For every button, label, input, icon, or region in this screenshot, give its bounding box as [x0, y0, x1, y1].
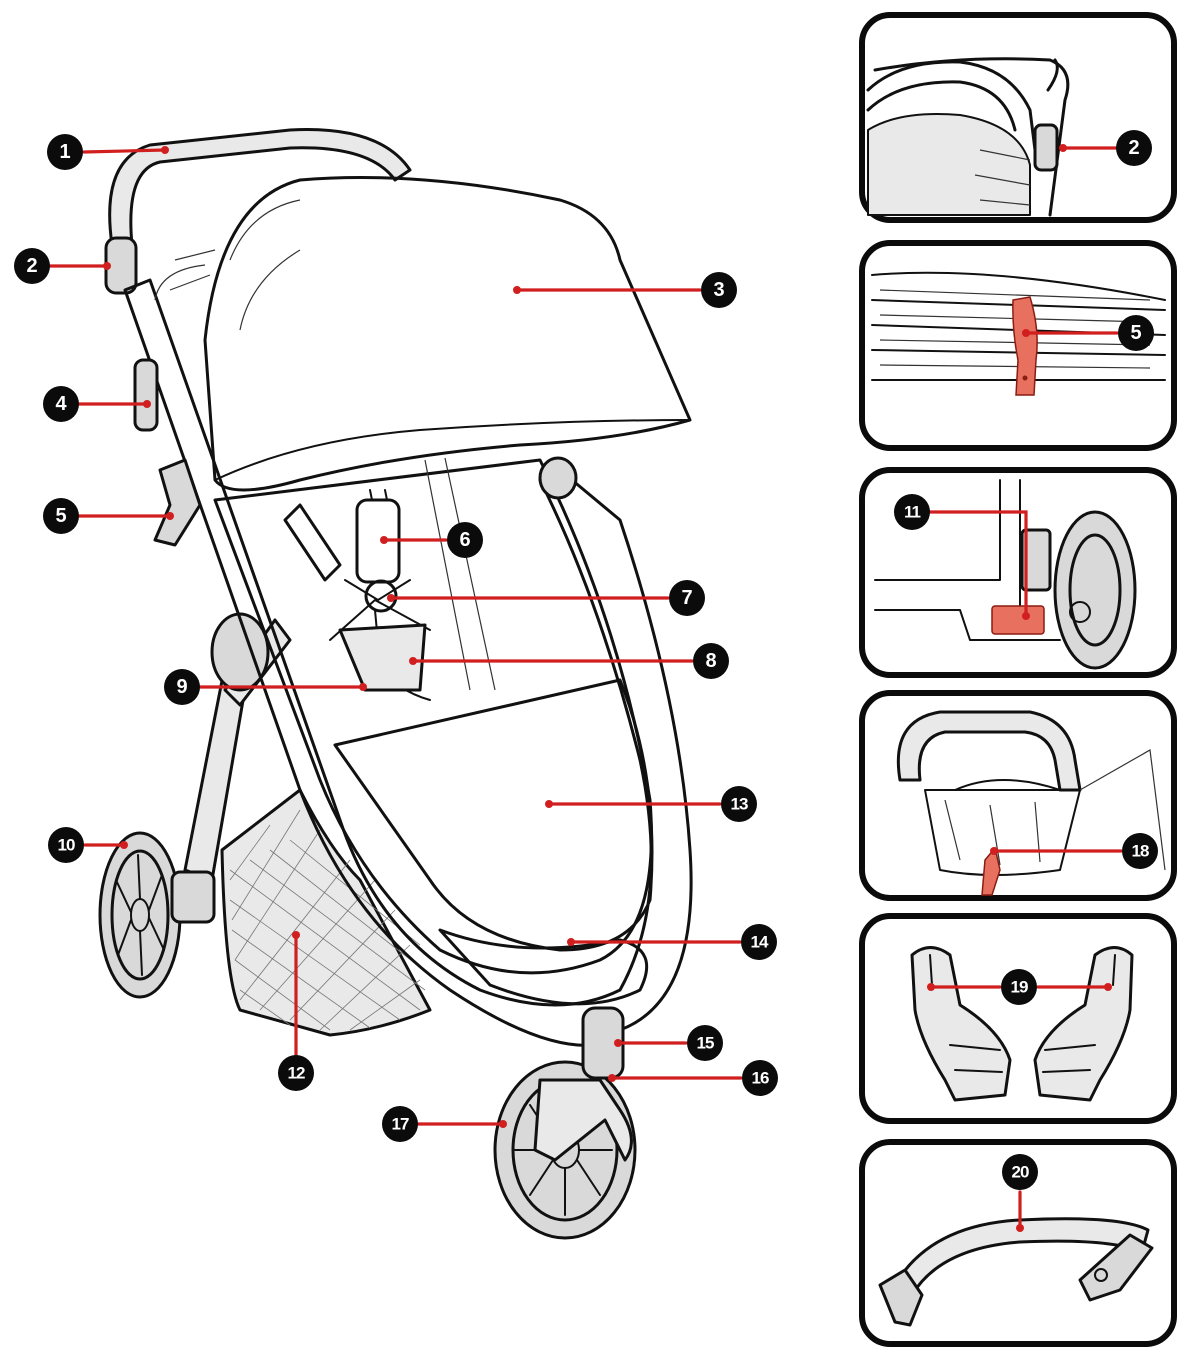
callout-7: 7	[387, 580, 705, 616]
callout-1-label: 1	[59, 141, 70, 163]
footrest	[438, 928, 649, 1006]
main-frame	[123, 278, 693, 1047]
callout-6: 6	[380, 522, 483, 558]
callout-12-label: 12	[288, 1064, 305, 1083]
callout-13: 13	[545, 786, 757, 822]
callout-6-label: 6	[459, 529, 470, 551]
rear-wheel	[98, 831, 182, 999]
callout-14-label: 14	[751, 933, 769, 952]
callout-5: 5	[43, 498, 174, 534]
detail-panel-adapters: 19	[859, 913, 1177, 1124]
side-clip	[153, 458, 202, 547]
callout-7-label: 7	[681, 587, 692, 609]
handlebar	[108, 128, 412, 247]
callout-10: 10	[48, 827, 128, 863]
callout-3: 3	[513, 272, 737, 308]
detail-panel-brake: 11	[859, 467, 1177, 678]
callout-2-label: 2	[26, 255, 37, 277]
callout-8: 8	[409, 643, 729, 679]
callout-13-label: 13	[731, 795, 748, 814]
buckle	[364, 579, 398, 613]
callout-2: 2	[14, 248, 111, 284]
seat-back	[213, 458, 653, 975]
canopy	[203, 176, 692, 492]
detail-callout-20-label: 20	[1012, 1163, 1029, 1182]
callout-5-label: 5	[55, 505, 66, 527]
belly-bar	[893, 1217, 1150, 1297]
callout-8-label: 8	[705, 650, 716, 672]
detail-panel-belly-bar: 20	[859, 1139, 1177, 1347]
callout-12: 12	[278, 931, 314, 1091]
detail-panel-storage: 18	[859, 690, 1177, 901]
callout-17-label: 17	[392, 1115, 409, 1134]
basket-mesh	[229, 809, 431, 1031]
crotch-buckle	[338, 623, 427, 692]
front-wheel	[493, 1006, 637, 1240]
stroller-illustration	[98, 128, 693, 1240]
callout-16: 16	[608, 1060, 778, 1096]
shoulder-strap-left	[283, 503, 342, 582]
callout-9-label: 9	[176, 676, 187, 698]
main-callouts: 1 2 3 4 5	[14, 134, 778, 1142]
detail-callout-11-label: 11	[904, 503, 921, 522]
detail-callout-2-label: 2	[1128, 137, 1139, 159]
detail-callout-18-label: 18	[1132, 842, 1149, 861]
callout-4-label: 4	[55, 393, 67, 415]
storage-basket	[220, 788, 432, 1037]
callout-3-label: 3	[713, 279, 724, 301]
detail-callout-5-label: 5	[1130, 322, 1141, 344]
callout-10-label: 10	[58, 836, 75, 855]
detail-panel-strap: 5	[859, 240, 1177, 451]
callout-9: 9	[164, 669, 367, 705]
brake-highlight	[991, 605, 1045, 635]
detail-callout-19-label: 19	[1011, 978, 1028, 997]
detail-panel-fold-button: 2	[859, 12, 1177, 223]
callout-14: 14	[567, 924, 777, 960]
callout-1: 1	[47, 134, 169, 170]
callout-16-label: 16	[752, 1069, 769, 1088]
seat-cushion	[333, 678, 654, 952]
callout-4: 4	[43, 386, 151, 422]
strap-highlight	[1012, 296, 1038, 396]
callout-17: 17	[382, 1106, 507, 1142]
callout-15-label: 15	[697, 1034, 714, 1053]
callout-15: 15	[614, 1025, 723, 1061]
